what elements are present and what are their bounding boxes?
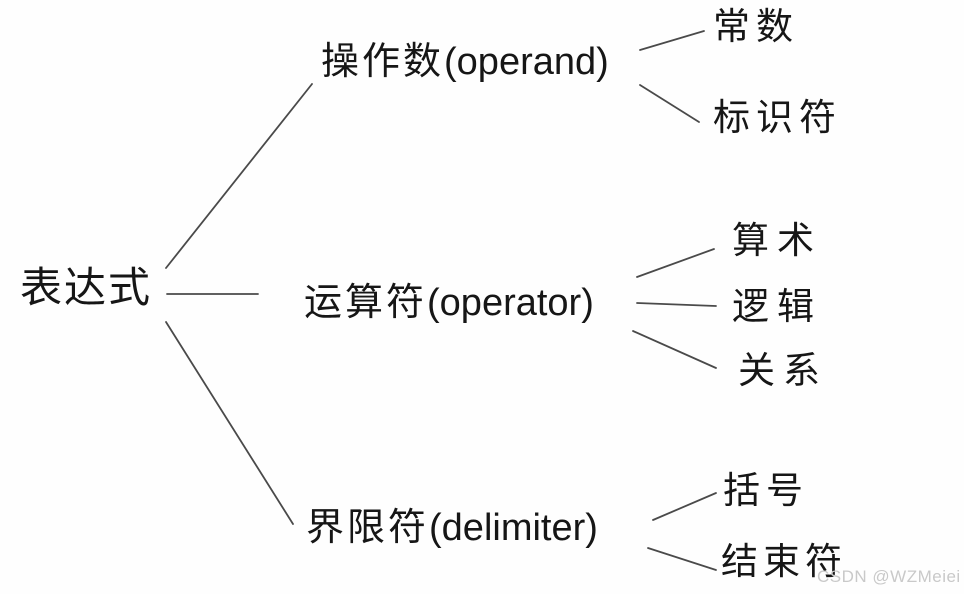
- leaf-node-parenthesis: 括号: [723, 469, 809, 512]
- edge-operand-identifier: [639, 84, 700, 123]
- branch-operator-zh-label: 运算符: [304, 280, 428, 324]
- edge-operator-relation: [632, 330, 717, 369]
- leaf-node-arithmetic: 算术: [732, 219, 822, 262]
- branch-operand-en-label: (operand): [444, 41, 609, 83]
- leaf-node-relation: 关系: [738, 349, 828, 392]
- leaf-node-terminator: 结束符: [721, 540, 847, 583]
- csdn-watermark: CSDN @WZMeiei: [817, 567, 961, 586]
- branch-node-delimiter: 界限符(delimiter): [306, 508, 598, 547]
- branch-operator-en-label: (operator): [427, 282, 594, 324]
- root-node-expression: 表达式: [20, 263, 153, 312]
- edge-operator-logic: [636, 302, 717, 307]
- edge-delimiter-paren: [652, 492, 717, 521]
- edge-delimiter-terminator: [647, 547, 717, 571]
- edge-root-operand: [165, 83, 313, 269]
- edge-operand-constant: [639, 30, 705, 51]
- branch-delimiter-en-label: (delimiter): [429, 507, 598, 549]
- branch-node-operand: 操作数(operand): [321, 42, 609, 81]
- leaf-node-logic: 逻辑: [732, 285, 822, 328]
- leaf-node-constant: 常数: [713, 5, 799, 48]
- branch-operand-zh-label: 操作数: [321, 39, 445, 83]
- leaf-node-identifier: 标识符: [713, 96, 842, 139]
- branch-node-operator: 运算符(operator): [304, 283, 594, 322]
- branch-delimiter-zh-label: 界限符: [306, 505, 430, 549]
- edge-root-delimiter: [165, 321, 294, 525]
- edge-operator-arithmetic: [636, 248, 715, 278]
